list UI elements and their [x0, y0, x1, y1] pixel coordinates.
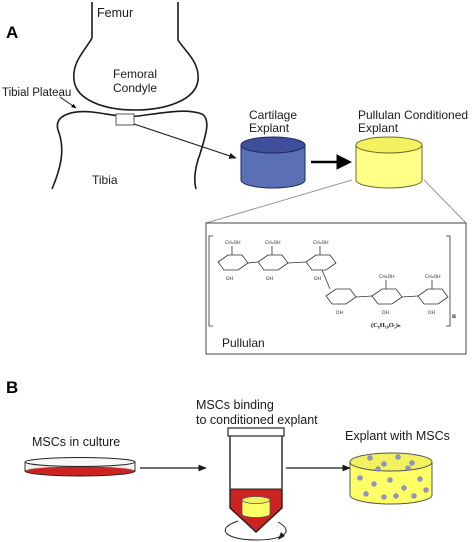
cartilage-explant-label-line1: Cartilage	[249, 108, 297, 122]
msc-dot	[395, 454, 401, 460]
msc-dots	[357, 454, 429, 500]
glucose-ring-3	[305, 254, 337, 271]
mscs-binding-label-line1: MSCs binding	[196, 398, 274, 412]
tibial-plateau-pointer-arrow	[59, 96, 77, 109]
structure-repeat-n: n	[452, 312, 456, 320]
structure-ch2oh-3: CH₂OH	[313, 240, 329, 246]
zoom-line-left	[205, 179, 353, 224]
explant-in-tube	[241, 496, 271, 518]
rotation-arrowhead	[278, 532, 285, 540]
femur-bone	[73, 2, 199, 111]
pullulan-conditioned-explant-cylinder	[355, 136, 423, 189]
mscs-binding-label-line2: to conditioned explant	[196, 413, 318, 427]
explant-harvest-site	[115, 113, 135, 126]
explant-with-mscs-label: Explant with MSCs	[345, 429, 450, 443]
structure-oh-5: OH	[382, 310, 389, 316]
msc-dot	[363, 491, 369, 497]
panel-a-letter: A	[6, 23, 18, 42]
msc-dot	[405, 465, 411, 471]
pullulan-conditioned-label-line1: Pullulan Conditioned	[358, 108, 468, 122]
msc-dot	[381, 461, 387, 467]
tibia-label: Tibia	[92, 173, 118, 187]
tibia-bone	[51, 110, 208, 190]
femoral-condyle-label-line2: Condyle	[113, 81, 157, 95]
harvest-arrow	[133, 123, 237, 159]
msc-dot	[411, 493, 417, 499]
msc-dot	[401, 485, 407, 491]
cartilage-explant-label-line2: Explant	[249, 121, 290, 135]
tibial-plateau-label: Tibial Plateau	[2, 87, 71, 99]
glucose-ring-6	[417, 288, 449, 305]
msc-dot	[393, 493, 399, 499]
pullulan-conditioned-label-line2: Explant	[358, 121, 399, 135]
zoom-line-right	[423, 179, 467, 224]
structure-oh-1: OH	[226, 276, 233, 282]
mscs-in-culture-label: MSCs in culture	[32, 435, 120, 449]
panel-b-letter: B	[6, 378, 18, 397]
petri-dish	[24, 457, 136, 477]
msc-dot	[409, 460, 415, 466]
structure-ch2oh-4: CH₂OH	[379, 274, 395, 280]
msc-dot	[387, 477, 393, 483]
msc-dot	[357, 475, 363, 481]
msc-dot	[375, 466, 381, 472]
structure-ch2oh-5: CH₂OH	[425, 274, 441, 280]
structure-oh-4: OH	[336, 310, 343, 316]
femoral-condyle-label-line1: Femoral	[113, 67, 157, 81]
structure-oh-6: OH	[428, 310, 435, 316]
pullulan-structure-labels: CH₂OH CH₂OH CH₂OH CH₂OH CH₂OH OH OH OH O…	[225, 240, 441, 316]
structure-oh-3: OH	[314, 276, 321, 282]
pullulan-structure-box	[205, 222, 467, 355]
pullulan-structure-drawing	[208, 235, 451, 327]
rotation-arrow	[224, 520, 287, 541]
structure-ch2oh-1: CH₂OH	[225, 240, 241, 246]
structure-oh-2: OH	[266, 276, 273, 282]
femur-label: Femur	[97, 6, 133, 20]
pullulan-label: Pullulan	[222, 336, 265, 350]
msc-dot	[367, 455, 373, 461]
cartilage-explant-cylinder	[240, 136, 306, 189]
msc-dot	[423, 487, 429, 493]
msc-dot	[381, 494, 387, 500]
msc-dot	[371, 481, 377, 487]
structure-formula: (C₆H₁₀O₅)ₙ	[371, 322, 401, 329]
msc-dot	[417, 476, 423, 482]
structure-ch2oh-2: CH₂OH	[265, 240, 281, 246]
